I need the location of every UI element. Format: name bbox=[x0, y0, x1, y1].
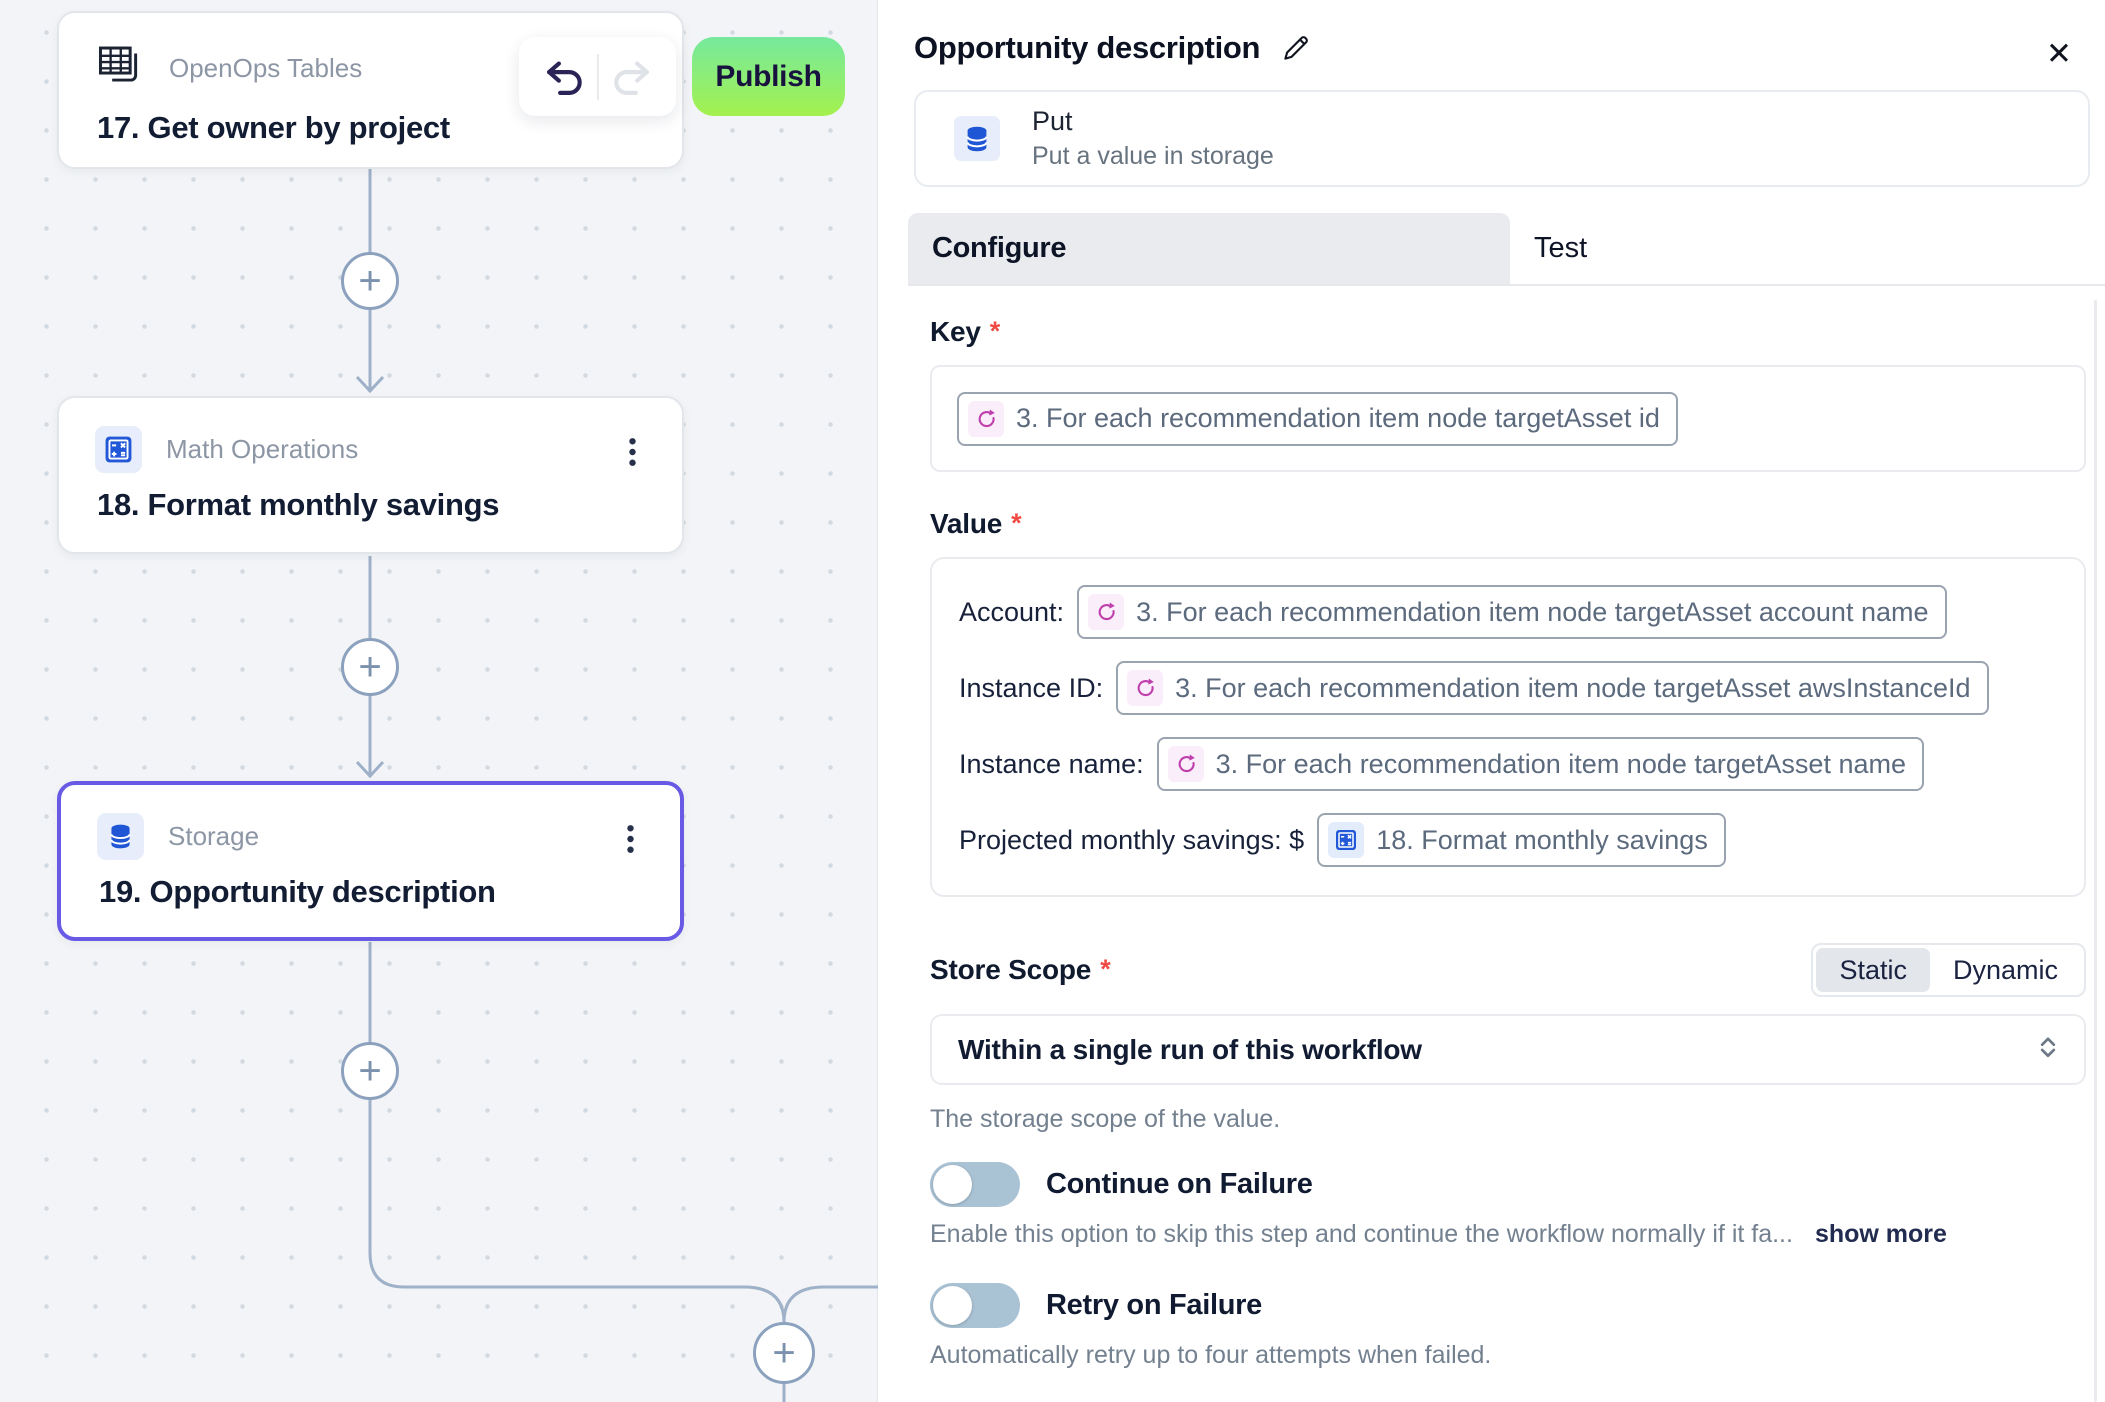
value-prefix: Instance name: bbox=[959, 748, 1144, 779]
key-input[interactable]: 3. For each recommendation item node tar… bbox=[930, 365, 2086, 472]
token-chip[interactable]: 18. Format monthly savings bbox=[1317, 813, 1726, 867]
retry-on-failure-label: Retry on Failure bbox=[1046, 1289, 1262, 1321]
continue-on-failure-help: Enable this option to skip this step and… bbox=[930, 1220, 1793, 1248]
workflow-canvas[interactable]: OpenOps Tables 17. Get owner by project … bbox=[0, 0, 878, 1402]
add-step-button[interactable]: + bbox=[753, 1322, 815, 1384]
node-app-label: Math Operations bbox=[166, 434, 359, 464]
math-icon bbox=[1328, 822, 1365, 858]
loop-icon bbox=[1167, 746, 1204, 782]
static-dynamic-switch: Static Dynamic bbox=[1811, 943, 2086, 997]
redo-icon[interactable] bbox=[599, 47, 663, 107]
toggle-knob bbox=[933, 1165, 972, 1204]
tables-icon bbox=[95, 41, 145, 96]
add-step-button[interactable]: + bbox=[341, 252, 399, 310]
arrowhead-icon bbox=[355, 375, 385, 394]
loop-icon bbox=[968, 400, 1004, 437]
toolbar-divider bbox=[596, 53, 599, 100]
token-text: 3. For each recommendation item node tar… bbox=[1175, 672, 1971, 703]
key-field-label: Key bbox=[930, 316, 981, 347]
value-row: Instance name: 3. For each recommendatio… bbox=[959, 737, 2064, 791]
value-prefix: Instance ID: bbox=[959, 672, 1104, 703]
value-row: Projected monthly savings: $ 18. Format … bbox=[959, 813, 2064, 867]
token-text: 3. For each recommendation item node tar… bbox=[1016, 403, 1660, 433]
node-app-label: Storage bbox=[168, 821, 260, 851]
continue-on-failure-toggle[interactable] bbox=[930, 1162, 1020, 1207]
action-description: Put a value in storage bbox=[1032, 142, 1274, 170]
tab-configure[interactable]: Configure bbox=[908, 213, 1510, 284]
history-toolbar bbox=[519, 37, 676, 116]
math-icon bbox=[95, 426, 142, 473]
close-icon[interactable]: ✕ bbox=[2046, 36, 2072, 71]
undo-icon[interactable] bbox=[533, 47, 597, 107]
tab-test[interactable]: Test bbox=[1534, 232, 1588, 264]
store-scope-select[interactable]: Within a single run of this workflow bbox=[930, 1014, 2086, 1085]
required-mark: * bbox=[989, 316, 1001, 346]
toggle-knob bbox=[933, 1286, 972, 1325]
arrowhead-icon bbox=[355, 760, 385, 779]
panel-tabs: Configure Test bbox=[908, 213, 2105, 286]
loop-icon bbox=[1127, 670, 1164, 706]
continue-on-failure-label: Continue on Failure bbox=[1046, 1168, 1313, 1200]
store-scope-label: Store Scope bbox=[930, 954, 1092, 985]
required-mark: * bbox=[1011, 508, 1022, 538]
node-menu-kebab-icon[interactable] bbox=[610, 817, 650, 861]
loop-icon bbox=[1088, 594, 1125, 630]
value-row: Account: 3. For each recommendation item… bbox=[959, 585, 2064, 639]
retry-on-failure-help: Automatically retry up to four attempts … bbox=[930, 1341, 1492, 1369]
value-editor[interactable]: Account: 3. For each recommendation item… bbox=[930, 557, 2086, 897]
value-field-label: Value bbox=[930, 508, 1003, 539]
value-prefix: Account: bbox=[959, 596, 1065, 627]
node-title: 19. Opportunity description bbox=[99, 874, 496, 909]
panel-scrollbar[interactable] bbox=[2094, 300, 2097, 1402]
action-name: Put bbox=[1032, 106, 1073, 136]
database-icon bbox=[97, 813, 144, 860]
node-opportunity-description[interactable]: Storage 19. Opportunity description bbox=[57, 781, 684, 941]
workflow-connectors bbox=[355, 169, 878, 1402]
edit-pencil-icon[interactable] bbox=[1278, 30, 1314, 66]
add-step-button[interactable]: + bbox=[341, 1042, 399, 1100]
node-title: 18. Format monthly savings bbox=[97, 487, 500, 522]
value-row: Instance ID: 3. For each recommendation … bbox=[959, 661, 2064, 715]
panel-title: Opportunity description bbox=[914, 30, 1261, 65]
token-text: 18. Format monthly savings bbox=[1376, 824, 1708, 855]
database-icon bbox=[954, 116, 1000, 161]
chevron-up-down-icon bbox=[2034, 1033, 2062, 1066]
publish-button[interactable]: Publish bbox=[692, 37, 845, 116]
value-prefix: Projected monthly savings: $ bbox=[959, 824, 1305, 855]
node-title: 17. Get owner by project bbox=[97, 110, 450, 145]
dynamic-mode-button[interactable]: Dynamic bbox=[1952, 954, 2058, 985]
token-chip[interactable]: 3. For each recommendation item node tar… bbox=[957, 391, 1678, 446]
token-chip[interactable]: 3. For each recommendation item node tar… bbox=[1156, 737, 1924, 791]
token-chip[interactable]: 3. For each recommendation item node tar… bbox=[1116, 661, 1989, 715]
static-mode-button[interactable]: Static bbox=[1816, 948, 1930, 992]
step-settings-panel: Opportunity description ✕ Put Put a valu… bbox=[878, 0, 2105, 1402]
add-step-button[interactable]: + bbox=[341, 638, 399, 696]
node-menu-kebab-icon[interactable] bbox=[612, 430, 652, 474]
store-scope-help: The storage scope of the value. bbox=[930, 1105, 1281, 1133]
token-chip[interactable]: 3. For each recommendation item node tar… bbox=[1077, 585, 1947, 639]
store-scope-value: Within a single run of this workflow bbox=[958, 1033, 1422, 1065]
retry-on-failure-toggle[interactable] bbox=[930, 1283, 1020, 1328]
show-more-link[interactable]: show more bbox=[1814, 1220, 1947, 1248]
token-text: 3. For each recommendation item node tar… bbox=[1136, 596, 1929, 627]
token-text: 3. For each recommendation item node tar… bbox=[1215, 748, 1906, 779]
node-format-monthly-savings[interactable]: Math Operations 18. Format monthly savin… bbox=[57, 396, 684, 554]
node-app-label: OpenOps Tables bbox=[169, 53, 363, 83]
required-mark: * bbox=[1100, 954, 1111, 984]
action-card: Put Put a value in storage bbox=[914, 90, 2090, 187]
